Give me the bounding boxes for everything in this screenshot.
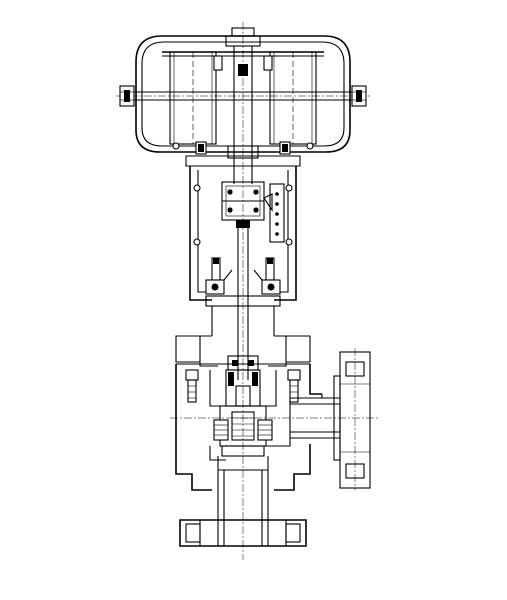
body-stud-left: [185, 369, 199, 403]
plug-cage: [213, 369, 273, 457]
valve-stem: [237, 228, 249, 380]
yoke-clamp-left: [205, 257, 233, 295]
body-stud-right: [287, 369, 301, 403]
actuator-springs: [162, 51, 324, 145]
flange-bolt-left: [119, 85, 135, 107]
actuator-stem: [227, 46, 259, 184]
valve-body: [175, 363, 322, 491]
casing-lower-bolts: [172, 141, 314, 155]
yoke-clamp-right: [253, 257, 281, 295]
bottom-flange: [179, 519, 307, 547]
stroke-indicator: [263, 183, 285, 243]
stem-connector: [221, 181, 265, 228]
yoke: [185, 155, 301, 336]
side-flange: [333, 351, 371, 489]
flange-bolt-right: [351, 85, 367, 107]
